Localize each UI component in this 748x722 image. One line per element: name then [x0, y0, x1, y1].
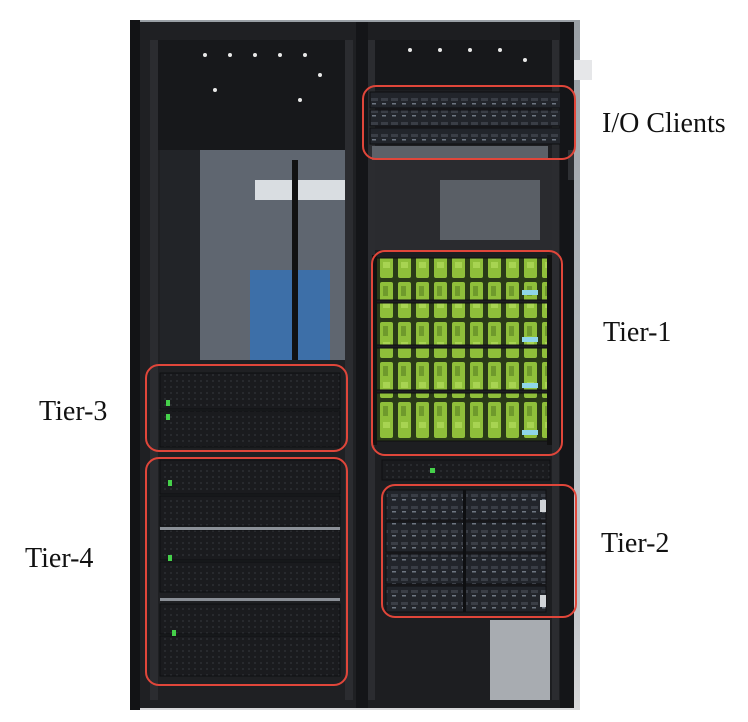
tier1-highlight [371, 250, 563, 456]
tier2-highlight [381, 484, 577, 618]
tier2-label: Tier-2 [601, 528, 670, 559]
tier2-servers [385, 489, 547, 613]
tier4-highlight [145, 457, 348, 686]
tier4-label: Tier-4 [25, 543, 94, 574]
io-clients-label: I/O Clients [602, 108, 726, 139]
tier3-servers [159, 372, 341, 448]
tier3-highlight [145, 364, 348, 452]
io-clients-highlight [362, 85, 576, 160]
tier1-servers [372, 255, 552, 445]
tier4-servers [159, 459, 341, 677]
tier3-label: Tier-3 [39, 396, 108, 427]
tier1-label: Tier-1 [603, 317, 672, 348]
